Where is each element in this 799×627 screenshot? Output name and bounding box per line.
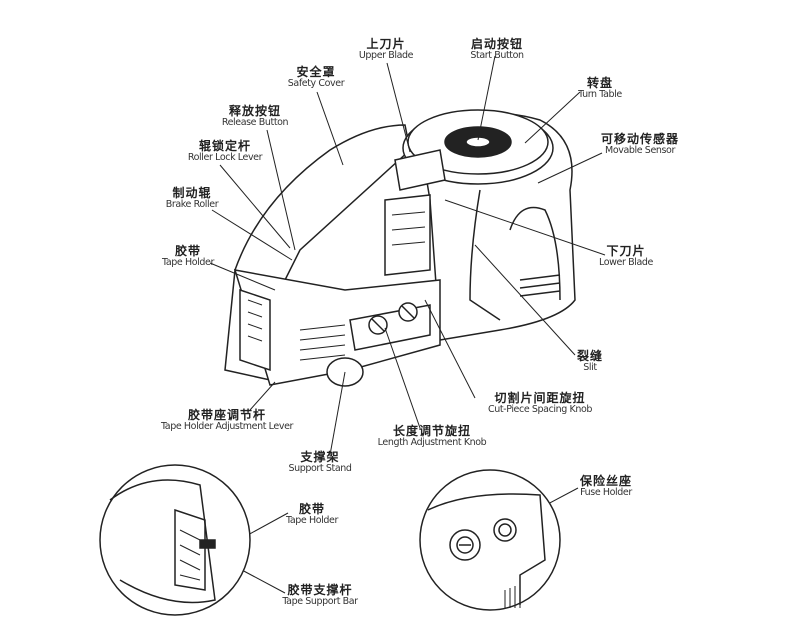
knobs bbox=[368, 302, 418, 335]
blade-assembly bbox=[384, 149, 446, 276]
inset-fuse-holder bbox=[419, 469, 561, 611]
inset-tape-holder bbox=[99, 464, 251, 616]
start-button bbox=[465, 136, 491, 148]
